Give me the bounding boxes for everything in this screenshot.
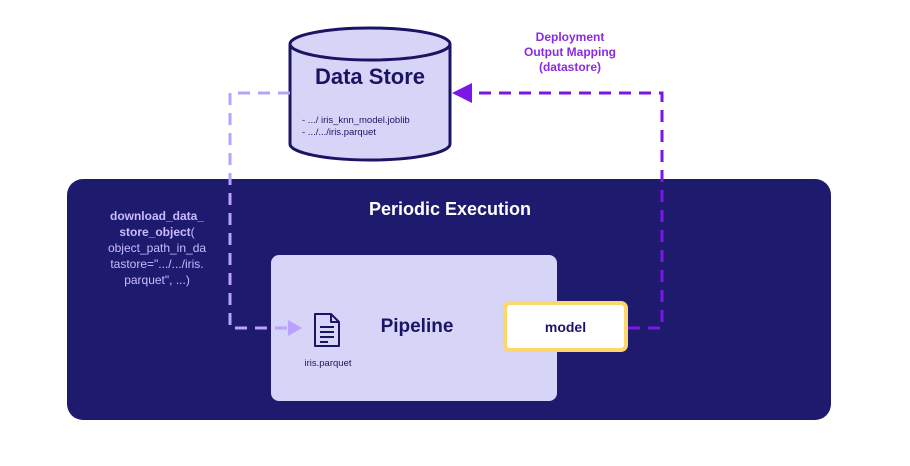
download-label-line2: store_object( — [76, 224, 238, 240]
model-label: model — [544, 318, 587, 335]
pipeline-title: Pipeline — [380, 316, 454, 337]
model-box: model — [503, 301, 628, 352]
file-label-iris-parquet: iris.parquet — [304, 358, 352, 369]
periodic-execution-title: Periodic Execution — [368, 199, 532, 219]
download-label-func: store_object — [119, 225, 191, 239]
download-datastore-object-label: download_data_ store_object( object_path… — [76, 208, 238, 288]
download-label-line4: tastore=".../.../iris. — [110, 257, 204, 271]
deployment-label-line2: Output Mapping — [524, 45, 616, 59]
download-label-line3: object_path_in_da — [107, 241, 207, 255]
data-store-file-1: - .../ iris_knn_model.joblib — [302, 115, 410, 126]
deployment-output-mapping-label: Deployment Output Mapping (datastore) — [500, 30, 640, 75]
data-store-file-2: - .../.../iris.parquet — [302, 127, 376, 138]
deployment-label-line1: Deployment — [535, 30, 605, 44]
download-label-line1: download_data_ — [109, 209, 204, 223]
download-label-paren: ( — [190, 225, 195, 239]
deployment-label-line3: (datastore) — [538, 60, 601, 74]
data-store-file-list: - .../ iris_knn_model.joblib - .../.../i… — [302, 115, 410, 139]
data-store-title: Data Store — [314, 64, 426, 89]
download-label-line5: parquet", ...) — [124, 273, 190, 287]
document-file-icon — [314, 313, 340, 347]
